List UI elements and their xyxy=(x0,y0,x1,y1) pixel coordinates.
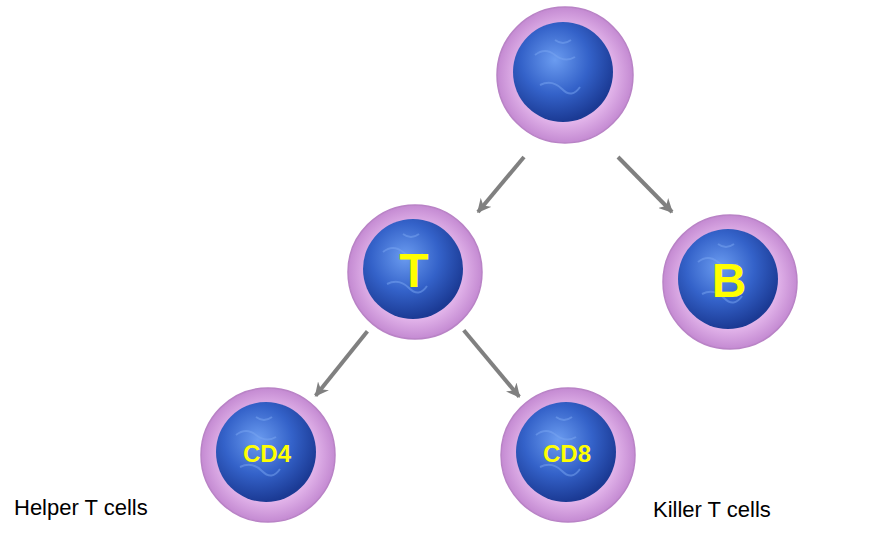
cell-role-label: Killer T cells xyxy=(653,498,771,522)
lymphocyte-cell: B xyxy=(662,214,798,350)
lineage-arrow xyxy=(618,157,672,212)
lymphocyte-cell: T xyxy=(347,204,483,340)
lineage-arrow xyxy=(464,330,520,396)
stem-cell xyxy=(497,7,633,143)
lineage-arrow xyxy=(478,157,524,212)
lymphocyte-cell: CD4 xyxy=(200,387,336,523)
cell-type-letter: T xyxy=(399,247,428,295)
cell-role-label: Helper T cells xyxy=(14,496,148,520)
lymphocyte-cell: CD8 xyxy=(500,387,636,523)
lineage-arrow xyxy=(316,331,368,395)
cell-type-letter: CD8 xyxy=(543,442,591,466)
cell-type-letter: CD4 xyxy=(243,442,291,466)
cell-type-letter: B xyxy=(712,257,747,305)
